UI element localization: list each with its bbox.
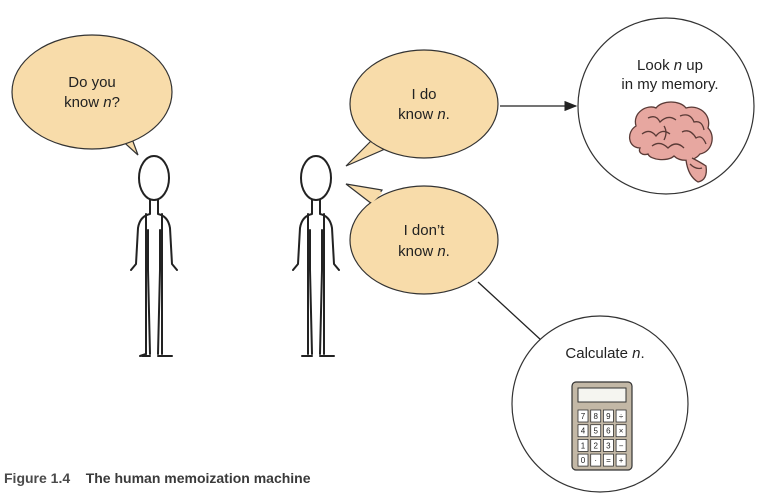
stick-figure-asker xyxy=(130,155,178,357)
calculator-key-label: 2 xyxy=(593,441,598,450)
calculator-key xyxy=(603,438,614,452)
bubble-body xyxy=(349,185,499,295)
bubble-line-1: Do you xyxy=(68,74,116,91)
head xyxy=(138,155,170,201)
calculator-display xyxy=(577,387,627,403)
calculator-key-label: 0 xyxy=(581,456,586,465)
left-foot xyxy=(139,353,147,357)
calculator-key xyxy=(577,424,589,438)
bubble-line-2: know n. xyxy=(398,106,450,123)
calculator-key-label: 4 xyxy=(581,427,586,436)
right-leg xyxy=(319,213,335,357)
figure-label: Figure 1.4 xyxy=(4,470,71,486)
torso-inner xyxy=(147,229,161,355)
calculator-key xyxy=(603,453,614,467)
stick-figure-responder xyxy=(292,155,340,357)
calculator-key-label: 6 xyxy=(606,427,611,436)
left-arm xyxy=(292,199,313,271)
speech-bubble-question: Do you know n? xyxy=(11,34,173,156)
memory-line-1: Look n up xyxy=(637,57,703,74)
torso-inner xyxy=(309,229,323,355)
calculator-key xyxy=(603,409,614,423)
figure-title: The human memoization machine xyxy=(85,470,311,486)
calculator-key xyxy=(590,424,602,438)
calculator-key-label: 9 xyxy=(606,412,611,421)
right-leg xyxy=(157,213,173,357)
calculator-key xyxy=(590,409,602,423)
left-leg xyxy=(301,213,313,357)
left-leg xyxy=(141,213,151,357)
calculator-key-label: − xyxy=(619,441,624,450)
calculator-key-label: 5 xyxy=(593,427,598,436)
speech-bubble-dont-know: I don’t know n. xyxy=(345,183,499,295)
calculator-key-label: + xyxy=(619,456,624,465)
calculator-key-label: · xyxy=(594,456,597,465)
bubble-body xyxy=(11,34,173,150)
memory-circle: Look n up in my memory. xyxy=(577,17,755,195)
calculator-key xyxy=(615,453,627,467)
calculator-key-label: 8 xyxy=(593,412,598,421)
calculator-key xyxy=(615,424,627,438)
speech-bubble-know: I do know n. xyxy=(345,49,499,167)
bubble-body xyxy=(349,49,499,159)
calculator-key xyxy=(577,409,589,423)
calculator-key-label: ÷ xyxy=(619,412,624,421)
calculator-key xyxy=(615,438,627,452)
calculator-key-label: = xyxy=(606,456,611,465)
calculator-key-label: 1 xyxy=(581,441,586,450)
calculator-key xyxy=(590,438,602,452)
head xyxy=(300,155,332,201)
calculator-key xyxy=(615,409,627,423)
calculator-key xyxy=(590,453,602,467)
right-arm xyxy=(319,199,340,271)
brain-icon xyxy=(629,101,713,183)
calculator-key-label: × xyxy=(619,427,624,436)
left-arm xyxy=(130,199,151,271)
figure-caption: Figure 1.4 The human memoization machine xyxy=(4,470,311,486)
bubble-line-2: know n? xyxy=(64,94,120,111)
bubble-line-1: I do xyxy=(411,86,436,103)
calculate-line-1: Calculate n. xyxy=(565,345,644,362)
bubble-line-1: I don’t xyxy=(404,222,446,239)
calculator-key-label: 7 xyxy=(581,412,586,421)
memory-line-2: in my memory. xyxy=(621,76,718,93)
right-arm xyxy=(157,199,178,271)
bubble-line-2: know n. xyxy=(398,243,450,260)
calculator-key xyxy=(577,453,589,467)
calculator-key xyxy=(577,438,589,452)
calculator-key xyxy=(603,424,614,438)
calculator-key-label: 3 xyxy=(606,441,611,450)
